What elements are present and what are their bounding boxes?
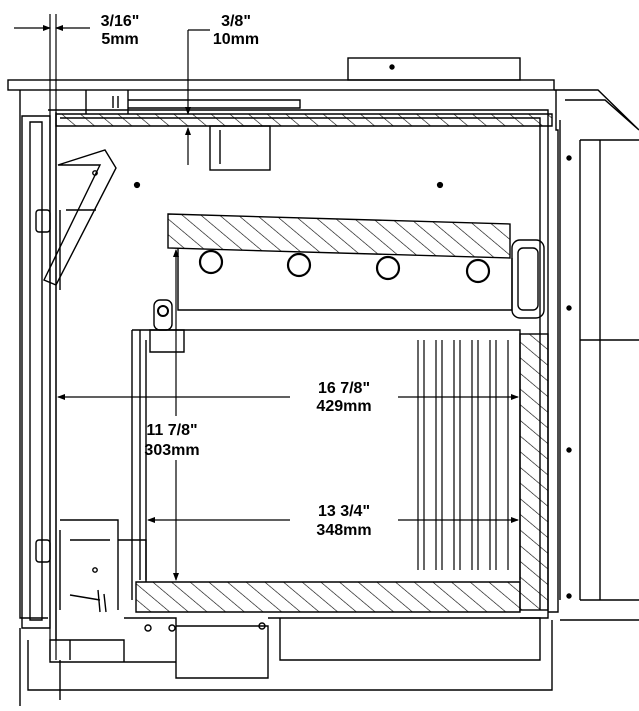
firebox-wall xyxy=(131,329,521,600)
air-tube-3 xyxy=(375,255,401,281)
dim-inner-width-metric: 348mm xyxy=(316,522,371,539)
air-deflector xyxy=(43,149,117,286)
top-baffle xyxy=(55,113,553,127)
dim-inner-width-imperial: 13 3/4" xyxy=(318,503,370,520)
air-tube-4 xyxy=(465,258,491,284)
top-plate xyxy=(7,79,555,91)
baffle-bracket xyxy=(209,125,271,171)
air-manifold xyxy=(511,239,545,319)
air-tube-1 xyxy=(198,249,224,275)
rear-air-channels xyxy=(417,340,509,570)
bottom-firebrick xyxy=(135,581,521,613)
door-frame xyxy=(21,112,57,640)
dimension-annotations xyxy=(14,14,519,660)
door-latch xyxy=(59,519,147,610)
air-tube-2 xyxy=(286,252,312,278)
air-tube-rail xyxy=(177,248,513,311)
top-vent xyxy=(347,57,521,81)
dim-height-metric: 303mm xyxy=(144,442,199,459)
dim-baffle-gap-imperial: 3/8" xyxy=(221,13,251,30)
dim-baffle-gap-metric: 10mm xyxy=(213,31,259,48)
dim-outer-width-metric: 429mm xyxy=(316,398,371,415)
stove-body xyxy=(19,90,549,619)
secondary-baffle xyxy=(167,213,511,259)
dim-top-gap-metric: 5mm xyxy=(101,31,138,48)
dim-outer-width-imperial: 16 7/8" xyxy=(318,380,370,397)
rear-heat-shield xyxy=(554,89,639,621)
dim-height-imperial: 11 7/8" xyxy=(146,422,197,439)
dim-top-gap-imperial: 3/16" xyxy=(101,13,140,30)
right-firebrick xyxy=(519,333,549,611)
stove-base xyxy=(19,617,553,706)
